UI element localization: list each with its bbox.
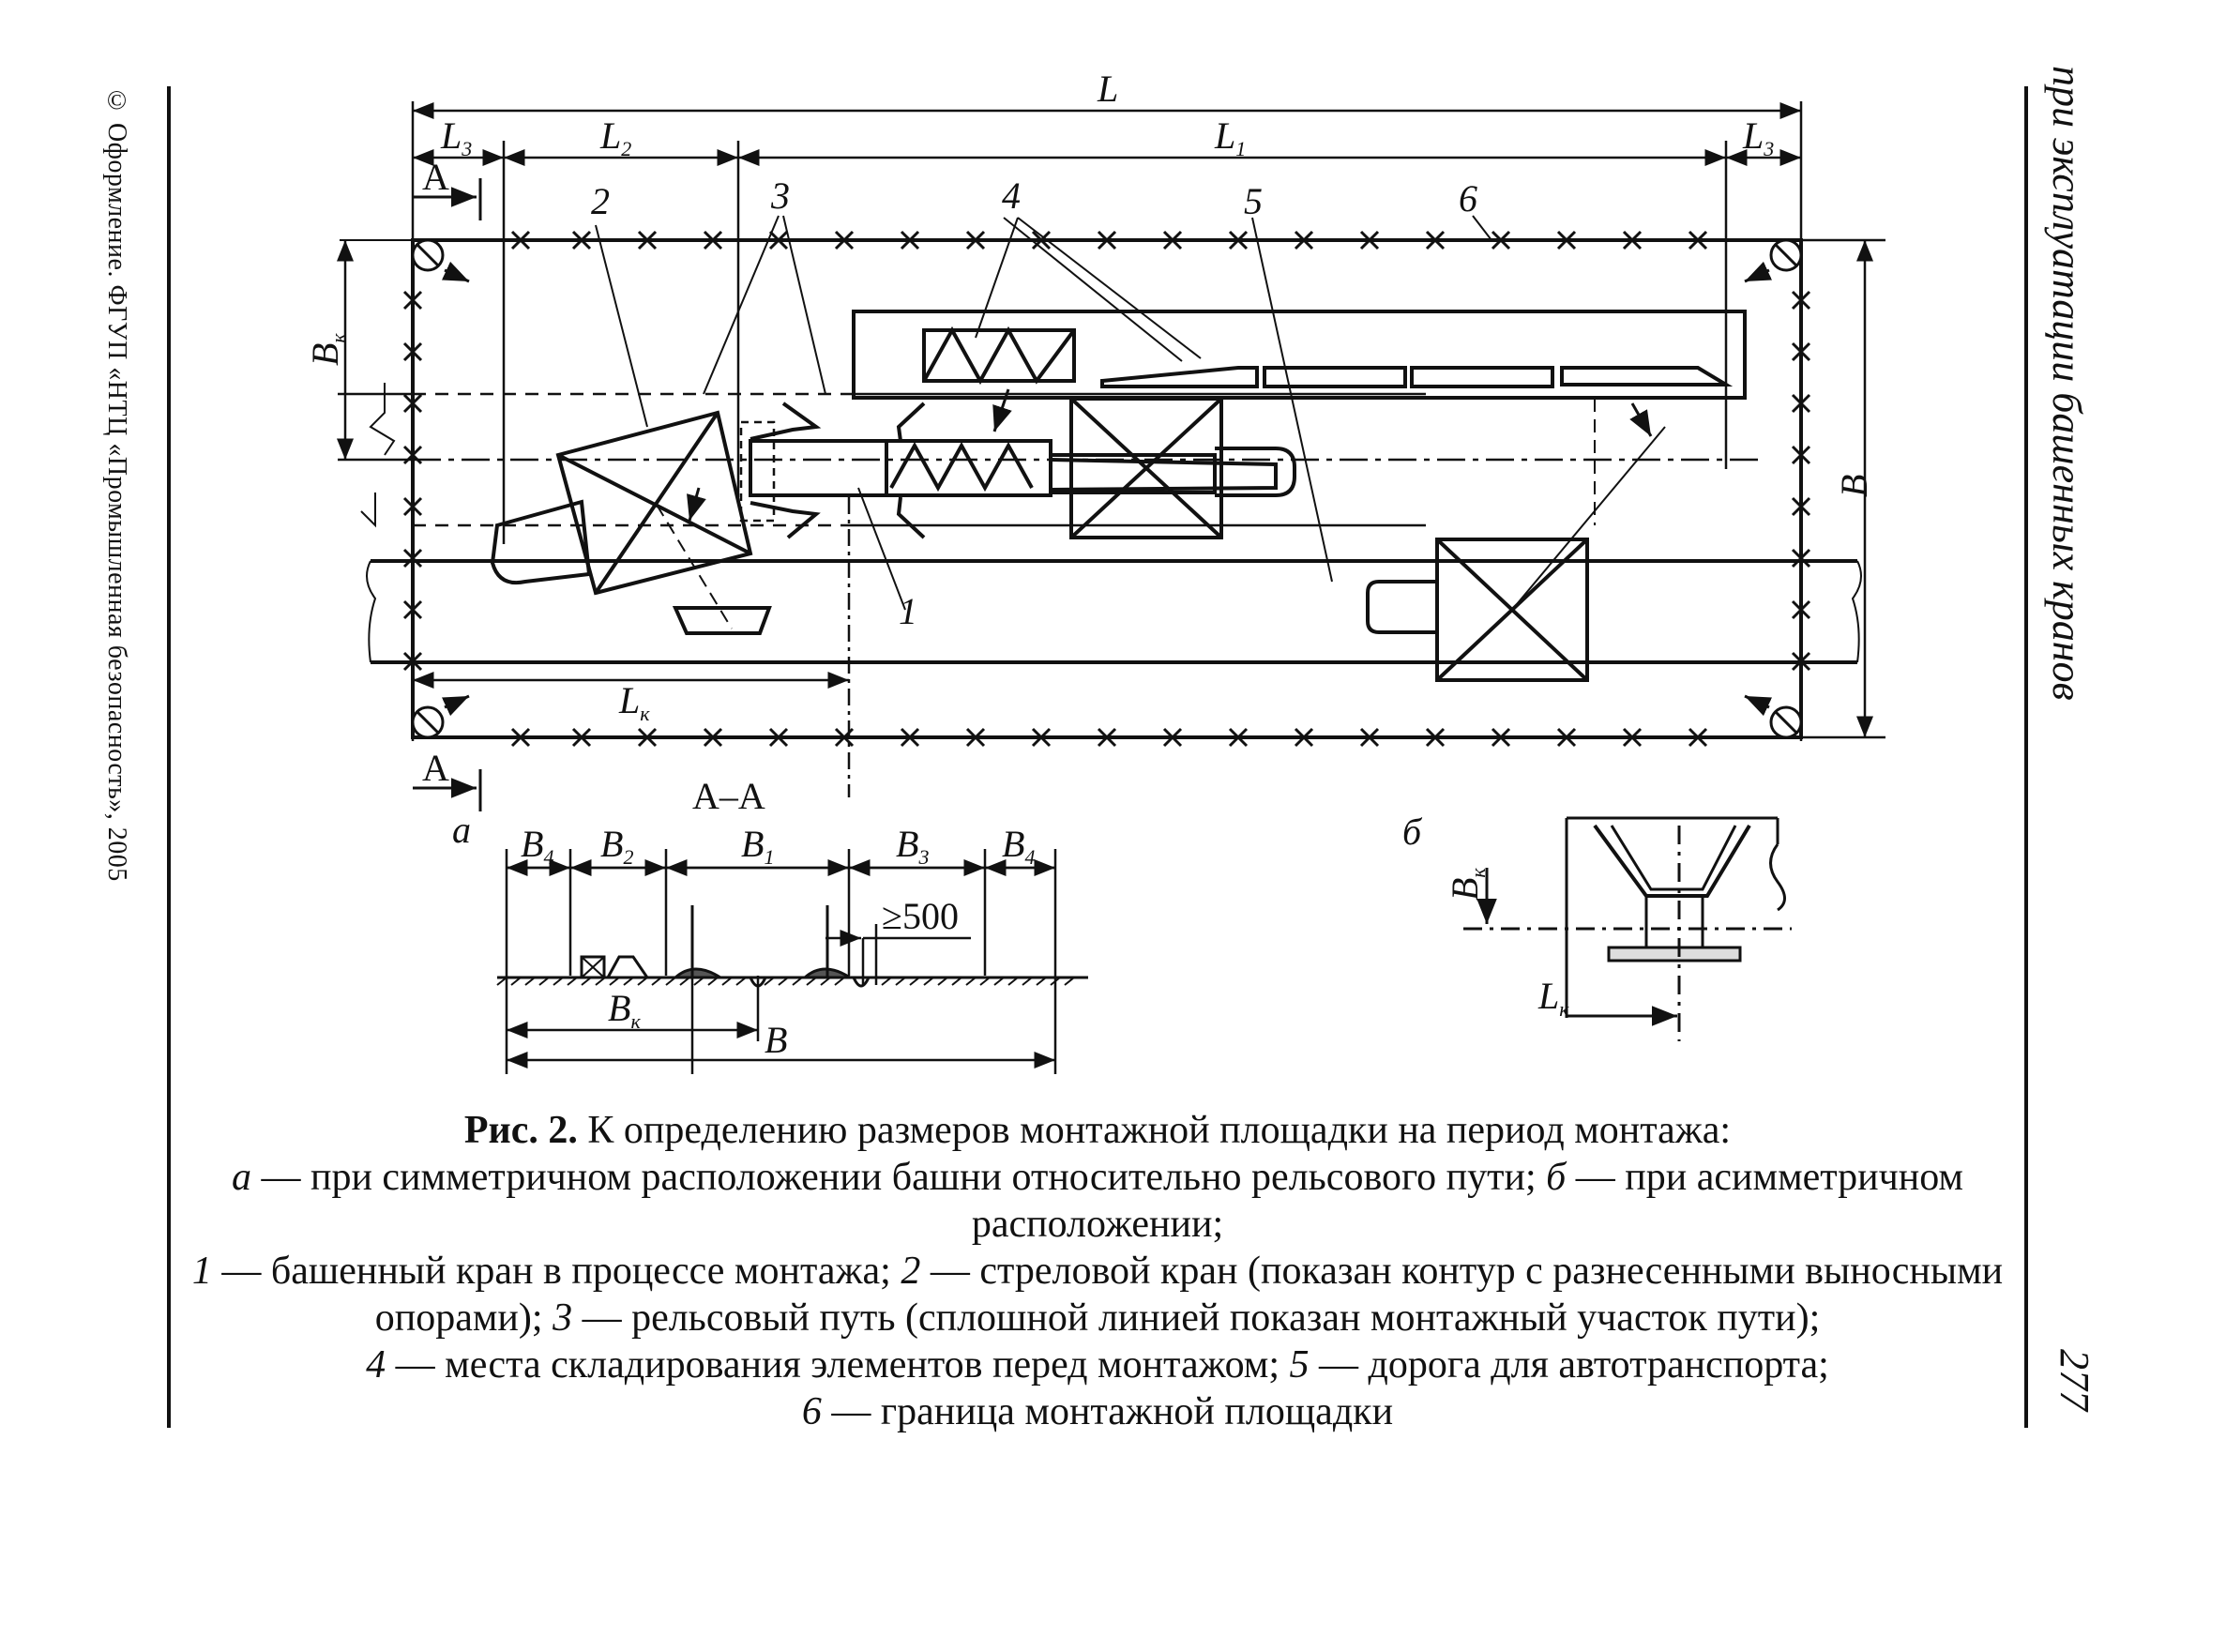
mobile-crane	[490, 410, 772, 635]
tower-crane	[739, 397, 1296, 539]
caption-item-text: — башенный кран в процессе монтажа;	[221, 1250, 891, 1293]
caption-line-1: Рис. 2. К определению размеров монтажной…	[178, 1107, 2017, 1154]
caption-item-text: — рельсовый путь (сплошной линией показа…	[582, 1296, 1821, 1340]
caption-item-key: 5	[1289, 1343, 1310, 1387]
right-margin-rule	[2024, 86, 2028, 1428]
subfig-b-drawing	[1463, 816, 1792, 1041]
page-number: 277	[2052, 1349, 2097, 1411]
b-dimension	[1801, 238, 1885, 739]
callout-leaders	[595, 215, 1653, 611]
truck-on-road	[1366, 426, 1666, 682]
dim-label-L3-right: L3	[1742, 114, 1774, 160]
caption-title: К определению размеров монтажной площадк…	[587, 1109, 1732, 1152]
sec-dim-Bk: Bк	[608, 987, 641, 1033]
left-margin-rule	[167, 86, 171, 1428]
subfig-b-Lk: Lк	[1537, 975, 1569, 1021]
caption-item-key: 2	[901, 1250, 921, 1293]
caption-key-b: б	[1546, 1156, 1567, 1199]
sec-dim-B2: B2	[600, 823, 633, 869]
subfig-label-a: а	[452, 809, 471, 851]
top-dimension-lines	[411, 101, 1803, 741]
lk-dimension	[413, 497, 851, 797]
caption-text-a: — при симметричном расположении башни от…	[261, 1156, 1537, 1199]
section-title: А–А	[692, 775, 765, 817]
sec-dim-B1: B1	[741, 823, 774, 869]
callout-3: 3	[770, 174, 790, 217]
sec-dim-B4-right: B4	[1002, 823, 1035, 869]
section-ground	[496, 905, 1088, 988]
dim-label-L3-left: L3	[440, 114, 472, 160]
copyright-notice: © Оформление. ФГУП «НТЦ «Промышленная бе…	[102, 86, 131, 882]
sec-dim-B4-left: B4	[521, 823, 553, 869]
storage-areas	[852, 310, 1747, 400]
dim-label-L2: L2	[599, 114, 631, 160]
caption-item-text: — дорога для автотранспорта;	[1319, 1343, 1829, 1387]
dim-label-L: L	[1097, 68, 1118, 110]
callout-1: 1	[899, 590, 917, 632]
caption-text-b: — при асимметричном расположении;	[971, 1156, 1964, 1246]
caption-item-text: — места складирования элементов перед мо…	[395, 1343, 1280, 1387]
caption-item-text: — граница монтажной площадки	[831, 1390, 1394, 1433]
caption-item-key: 6	[801, 1390, 822, 1433]
caption-variants: а — при симметричном расположении башни …	[178, 1154, 2017, 1248]
callout-5: 5	[1244, 180, 1263, 222]
callout-6: 6	[1459, 177, 1477, 220]
caption-items: 1 — башенный кран в процессе монтажа; 2 …	[178, 1248, 2017, 1435]
figure-caption: Рис. 2. К определению размеров монтажной…	[178, 1107, 2017, 1435]
subfig-b-Bk: Bк	[1444, 868, 1490, 901]
callout-2: 2	[591, 180, 610, 222]
caption-key-a: а	[231, 1156, 251, 1199]
subfig-label-b: б	[1402, 811, 1423, 853]
sec-min-gap: ≥500	[882, 895, 959, 937]
section-marks	[413, 178, 482, 811]
caption-item-key: 3	[553, 1296, 573, 1340]
caption-fig-label: Рис. 2.	[463, 1109, 578, 1152]
dim-label-Bk: Bк	[304, 333, 350, 366]
callout-4: 4	[1002, 174, 1021, 217]
sec-dim-B: B	[765, 1019, 787, 1061]
dim-label-L1: L1	[1214, 114, 1246, 160]
caption-item-text: — стреловой кран (показан контур с разне…	[374, 1250, 2004, 1340]
section-mark-top: А	[422, 156, 449, 198]
corner-markers	[411, 238, 1803, 739]
caption-item-key: 1	[191, 1250, 212, 1293]
running-title: при эксплуатации башенных кранов	[2044, 66, 2090, 701]
section-dimension-lines	[505, 849, 1057, 1074]
dim-label-B: B	[1833, 475, 1875, 497]
caption-item-key: 4	[366, 1343, 386, 1387]
sec-dim-B3: B3	[896, 823, 929, 869]
section-mark-bottom: А	[422, 747, 449, 789]
dim-label-Lk: Lк	[618, 679, 650, 725]
